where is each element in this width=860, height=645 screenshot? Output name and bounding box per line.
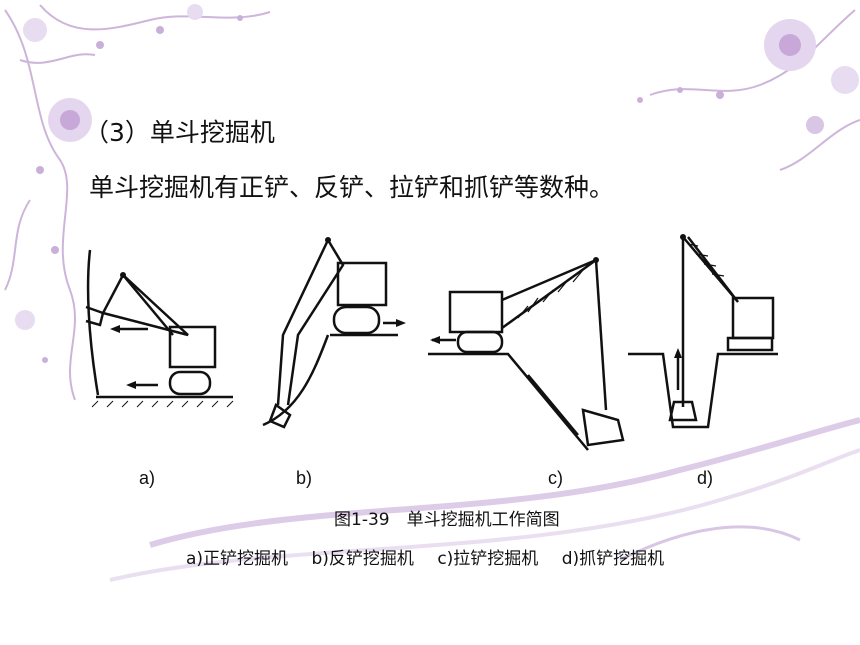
figure-dragline: [428, 257, 625, 451]
figure-label-c: c): [548, 468, 563, 488]
subcaption-a: a)正铲挖掘机: [186, 549, 289, 569]
figure-label-b: b): [296, 468, 313, 488]
section-heading: （3）单斗挖掘机: [84, 118, 275, 147]
figure-caption: 图1-39 单斗挖掘机工作简图: [334, 510, 560, 530]
figure-front-shovel: [85, 249, 234, 408]
flower-icon: [15, 4, 859, 330]
figure-clamshell: [628, 234, 778, 429]
subcaption-b: b)反铲挖掘机: [311, 549, 414, 569]
figure-label-d: d): [697, 468, 714, 488]
subcaption-c: c)拉铲挖掘机: [437, 549, 539, 569]
figure-subcaptions: a)正铲挖掘机 b)反铲挖掘机 c)拉铲挖掘机 d)抓铲挖掘机: [186, 544, 664, 569]
subcaption-d: d)抓铲挖掘机: [561, 549, 665, 569]
figure-backhoe: [262, 237, 406, 429]
body-text: 单斗挖掘机有正铲、反铲、拉铲和抓铲等数种。: [89, 173, 615, 202]
figure-label-a: a): [139, 468, 156, 488]
